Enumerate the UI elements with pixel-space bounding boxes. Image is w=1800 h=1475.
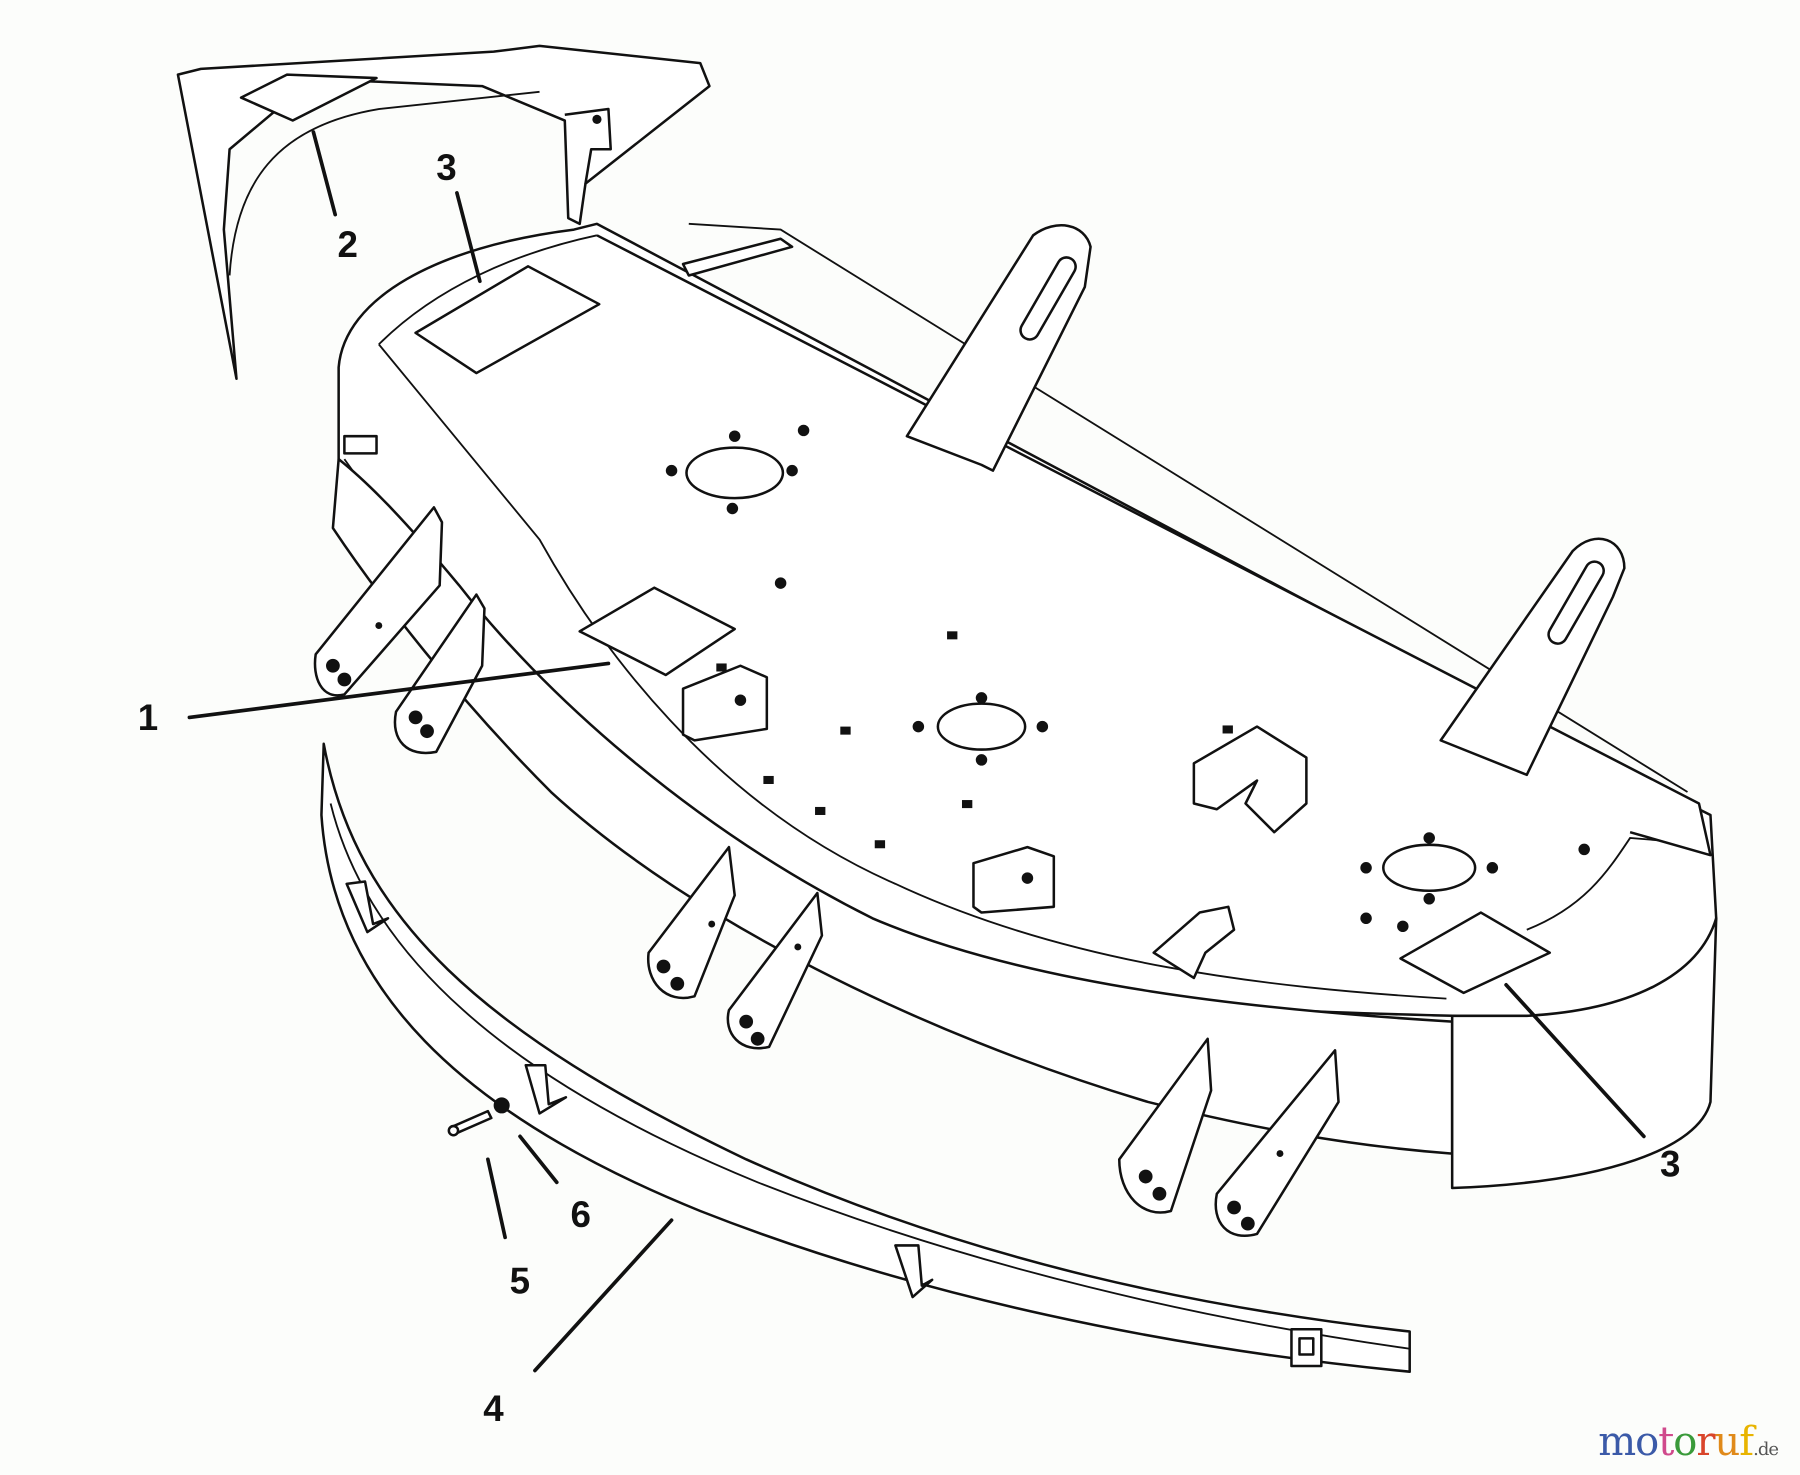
watermark-letter: r [1696,1419,1715,1465]
watermark-letter: o [1673,1419,1697,1465]
watermark-logo: motoruf.de [1598,1419,1779,1465]
leader-lines [187,130,1646,1373]
baffle [320,742,1411,1373]
lift-arms [905,224,1626,777]
callout-6: 6 [571,1194,591,1235]
watermark-letter: u [1714,1419,1741,1465]
brackets [313,506,1340,1237]
watermark-letter: t [1658,1419,1674,1465]
watermark-letter: m [1598,1419,1636,1465]
mower-deck [331,222,1718,1190]
callout-1: 1 [138,697,158,738]
callout-3-left: 3 [436,147,456,188]
callout-4: 4 [483,1388,504,1429]
callout-2: 2 [338,224,358,265]
callout-5: 5 [510,1261,530,1302]
deflector [176,44,711,381]
callout-3-right: 3 [1660,1144,1680,1185]
deflector-decal-shape [239,73,378,122]
watermark-letter: f [1739,1419,1754,1465]
watermark-letter: o [1635,1419,1659,1465]
watermark-suffix: .de [1753,1439,1779,1460]
hardware [447,1097,510,1137]
